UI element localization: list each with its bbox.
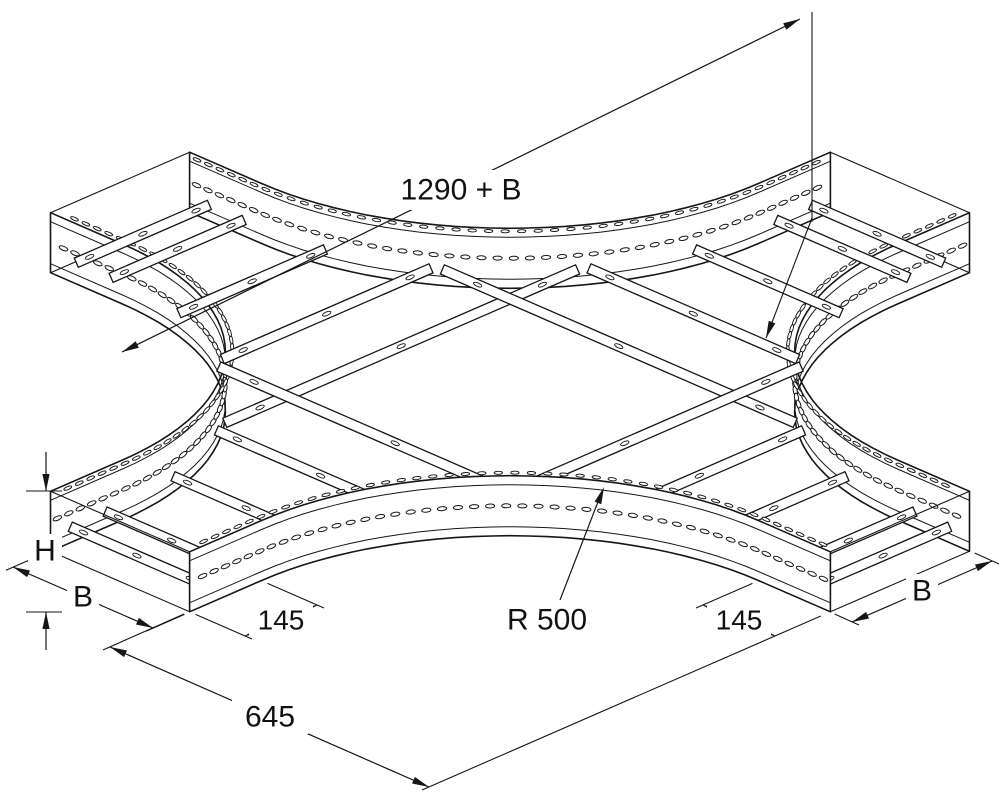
dimension-arrow xyxy=(975,561,992,572)
label-mask xyxy=(707,605,771,635)
dimension-line xyxy=(974,552,1000,565)
ladder-rung xyxy=(691,244,844,319)
dimension-arrow xyxy=(42,612,50,629)
label-mask xyxy=(28,534,62,568)
label-mask xyxy=(249,605,313,635)
dimension-line xyxy=(195,613,253,640)
dimension-arrow xyxy=(783,19,800,30)
arm-end-edge xyxy=(830,490,970,553)
ladder-rung xyxy=(108,214,248,284)
dim-width-left-label: B xyxy=(73,581,93,614)
ladder-rail-bottom-curve xyxy=(188,470,832,613)
ladder-rung xyxy=(67,521,207,591)
ladder-rung xyxy=(439,263,799,429)
dimension-line xyxy=(559,493,602,601)
dimension-line xyxy=(102,613,185,651)
dim-arm-right-label: 145 xyxy=(716,605,763,636)
dimension-arrow xyxy=(122,341,139,352)
dimension-arrow xyxy=(412,776,429,787)
dimension-arrow xyxy=(852,611,869,622)
dimension-line xyxy=(267,582,325,609)
ladder-rail-left-curve xyxy=(49,211,235,553)
dimension-arrow xyxy=(110,647,127,658)
dimension-line xyxy=(765,217,813,339)
ladder-rung xyxy=(176,244,329,319)
dim-height-label: H xyxy=(34,535,56,568)
dimension-line xyxy=(834,613,860,626)
ladder-rung xyxy=(586,262,801,365)
label-mask xyxy=(499,603,595,637)
dimension-arrow xyxy=(42,474,50,491)
arm-end-edge xyxy=(50,490,190,553)
arm-end-edge xyxy=(830,151,970,214)
ladder-rung xyxy=(807,199,947,269)
arm-end-edge xyxy=(830,550,970,613)
ladder-rung xyxy=(772,214,912,284)
ladder-rung xyxy=(221,263,581,429)
label-mask xyxy=(232,700,308,734)
label-mask xyxy=(906,574,938,608)
dimension-line xyxy=(421,615,822,791)
label-mask xyxy=(381,170,541,210)
dim-overall-length-label: 1290 + B xyxy=(401,174,522,207)
dim-width-right-label: B xyxy=(912,575,932,608)
dimension-arrow xyxy=(136,617,153,628)
ladder-rail-right-curve xyxy=(785,211,971,553)
dimension-arrow xyxy=(594,487,604,505)
dimension-line xyxy=(695,582,753,609)
label-mask xyxy=(67,580,99,614)
arm-end-edge xyxy=(50,550,190,613)
dimension-arrow xyxy=(13,567,30,578)
ladder-rung xyxy=(73,199,213,269)
dim-to-center-label: 645 xyxy=(245,701,295,734)
dimension-arrow xyxy=(766,320,776,338)
dimension-annotations xyxy=(5,12,1000,791)
dim-arm-left-label: 145 xyxy=(258,605,305,636)
arm-end-edge xyxy=(50,151,190,214)
dim-radius-label: R 500 xyxy=(507,604,587,637)
